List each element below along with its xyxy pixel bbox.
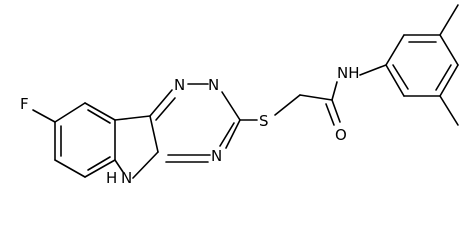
bond (385, 64, 405, 97)
bond (439, 4, 459, 36)
bond (32, 109, 56, 123)
structure-canvas: F N H N N N S NH O (20, 4, 459, 187)
atom-label-indole-n: N (121, 169, 132, 187)
bond-double (219, 122, 235, 147)
atom-label-amide-nh: NH (337, 64, 360, 82)
bond (54, 159, 86, 178)
bond-double (87, 156, 111, 171)
molecule-drawing: F N H N N N S NH O (20, 4, 459, 187)
bond-double (87, 109, 111, 124)
bond (359, 64, 387, 76)
bond-double (155, 97, 176, 121)
bond (54, 102, 86, 123)
atom-label-triazine-n1: N (174, 76, 185, 94)
bond (299, 94, 333, 101)
bond (274, 94, 301, 116)
bond (149, 115, 159, 153)
bond-double (435, 64, 452, 91)
atom-label-triazine-n2: N (208, 76, 219, 94)
atom-label-sulfur: S (259, 112, 269, 130)
bond (331, 99, 341, 123)
bond (114, 159, 124, 173)
bond-double (392, 64, 409, 90)
bond (439, 64, 459, 97)
bond (331, 81, 338, 101)
bond (439, 34, 459, 66)
bond (149, 89, 173, 117)
bond (84, 102, 116, 121)
bond (385, 34, 405, 66)
bond (132, 151, 159, 179)
bond-double (325, 103, 335, 126)
bond (225, 119, 241, 149)
bond-lines (32, 4, 459, 179)
atom-labels: F N H N N N S NH O (20, 64, 360, 187)
bond (114, 115, 151, 121)
atom-label-triazine-n3: N (211, 147, 222, 165)
bond (221, 91, 241, 121)
atom-label-fluorine: F (20, 95, 29, 113)
bond (439, 95, 459, 126)
atom-label-indole-h: H (106, 169, 117, 187)
atom-label-carbonyl-o: O (335, 126, 347, 144)
bond (84, 159, 116, 178)
